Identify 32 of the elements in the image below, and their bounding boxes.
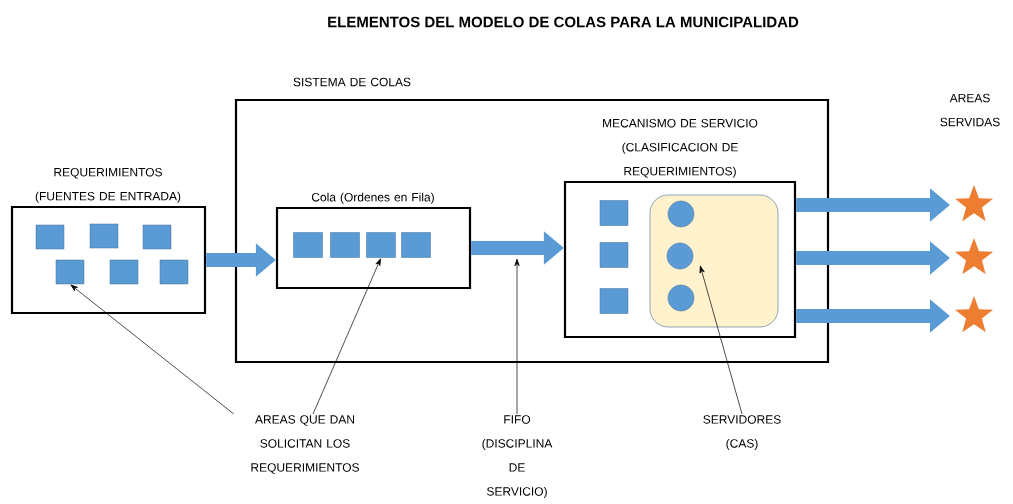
request-square	[35, 224, 65, 250]
title: ELEMENTOS DEL MODELO DE COLAS PARA LA MUNICIPALIDAD	[328, 16, 799, 28]
request-square	[599, 242, 629, 268]
star	[955, 296, 994, 333]
request-square	[89, 223, 119, 249]
box-heading: Cola (Ordenes en Fila)	[311, 192, 434, 204]
request-square	[109, 259, 139, 285]
callout-text: SERVIDORES (CAS)	[703, 415, 781, 451]
server-circle	[667, 284, 695, 312]
request-square	[159, 259, 189, 285]
box-heading: REQUERIMIENTOS (FUENTES DE ENTRADA)	[35, 167, 181, 203]
request-square	[330, 232, 360, 258]
callout-text: FIFO (DISCIPLINA DE SERVICIO)	[482, 415, 553, 499]
request-square	[366, 232, 396, 258]
request-square	[401, 232, 431, 258]
star	[955, 238, 994, 275]
leader-line	[514, 258, 520, 415]
leader-line	[312, 258, 381, 415]
box-heading: SISTEMA DE COLAS	[293, 77, 411, 87]
area-label: AREAS SERVIDAS	[940, 93, 1000, 127]
request-square	[142, 224, 172, 250]
request-square	[599, 288, 629, 314]
request-square	[599, 200, 629, 226]
server-circle	[667, 200, 695, 228]
star	[955, 185, 994, 222]
server-circle	[666, 242, 694, 270]
request-square	[293, 232, 323, 258]
leader-line	[699, 265, 743, 415]
leader-line	[70, 284, 235, 415]
callout-text: AREAS QUE DAN SOLICITAN LOS REQUERIMIENTOS	[251, 415, 359, 474]
box-heading: MECANISMO DE SERVICIO (CLASIFICACION DE REQUERIMIENTOS)	[603, 118, 758, 178]
request-square	[55, 259, 85, 285]
